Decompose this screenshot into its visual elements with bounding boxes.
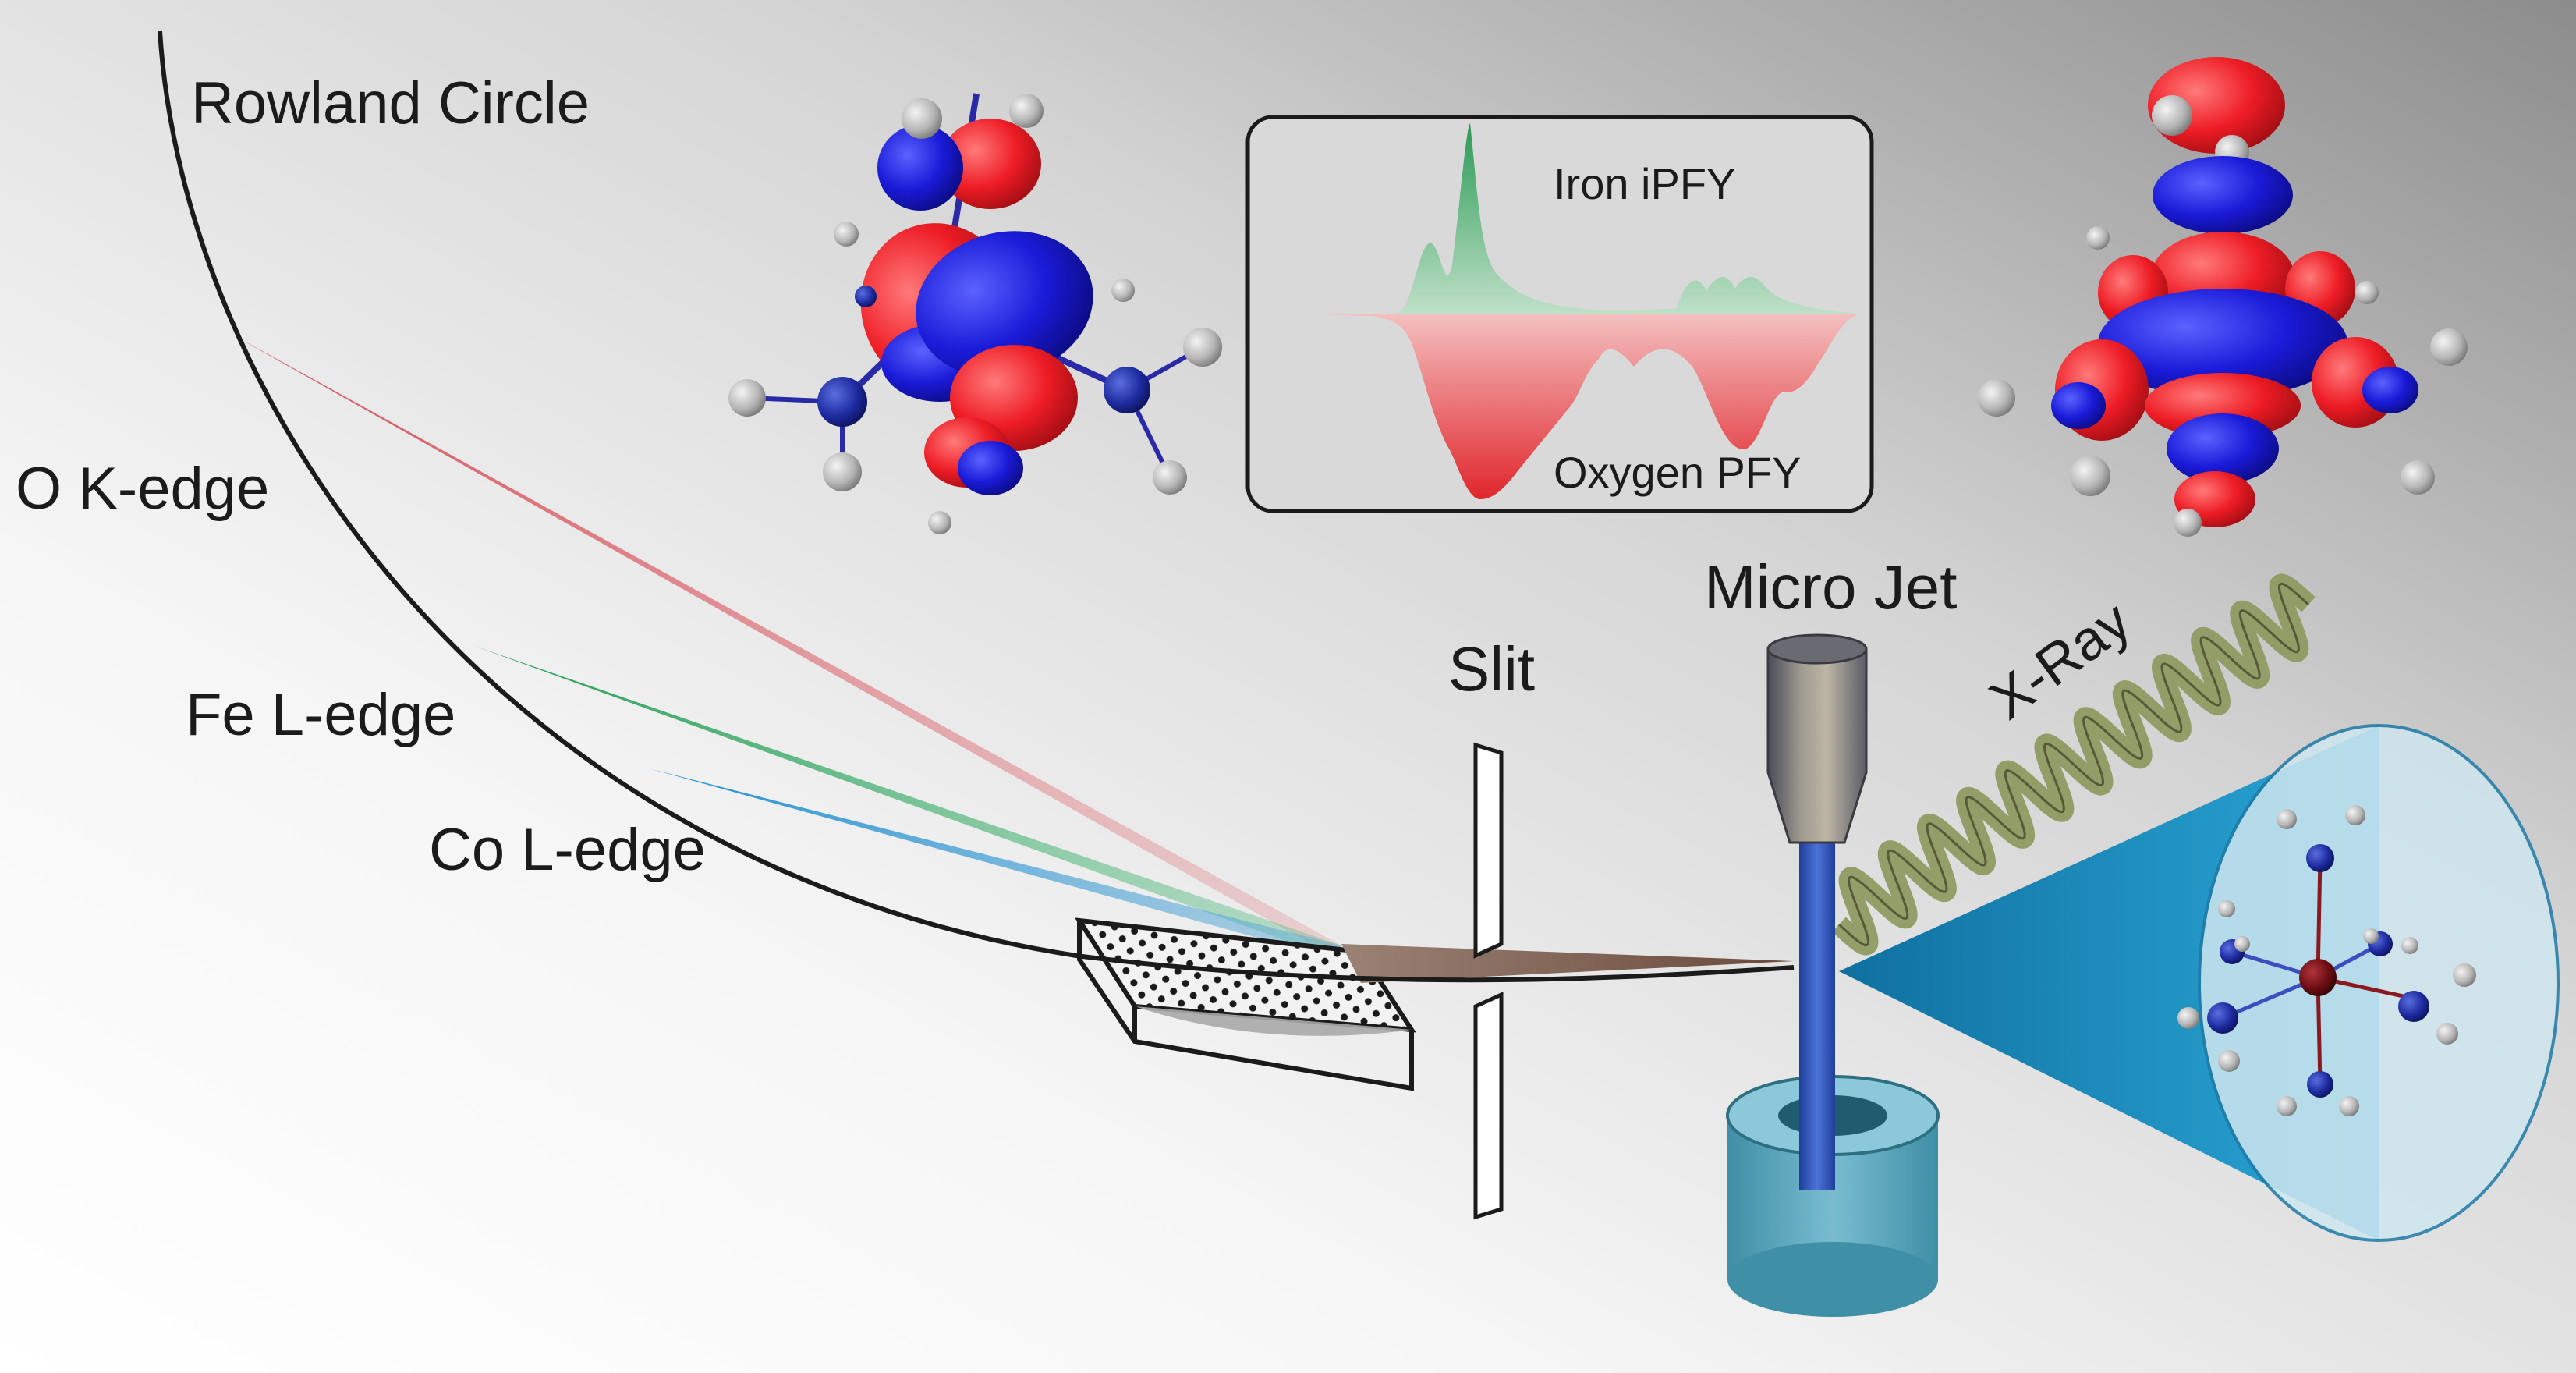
slit	[1473, 742, 1504, 1220]
iron-ipfy-label: Iron iPFY	[1554, 159, 1735, 208]
left-orbital-molecule	[728, 93, 1222, 534]
sample-emission-beam	[1341, 944, 1794, 983]
co-l-edge-label: Co L-edge	[429, 817, 706, 883]
micro-jet	[1726, 633, 1940, 1317]
right-orbital-molecule	[1978, 57, 2468, 537]
fe-l-edge-beam	[474, 646, 1341, 961]
slit-label: Slit	[1448, 634, 1535, 704]
x-ray-wave-outline	[1837, 582, 2310, 947]
o-k-edge-label: O K-edge	[16, 456, 269, 522]
micro-jet-label: Micro Jet	[1704, 552, 1958, 622]
rowland-circle-label: Rowland Circle	[191, 70, 590, 137]
spectrum-inset: Iron iPFY Oxygen PFY	[1245, 115, 1874, 513]
o-k-edge-beam	[234, 335, 1341, 961]
oxygen-pfy-label: Oxygen PFY	[1554, 448, 1801, 497]
rowland-circle-arc	[158, 30, 1795, 983]
molecule-in-cone	[2177, 805, 2476, 1116]
oxygen-pfy-trace	[1291, 314, 1860, 499]
diffraction-grating	[1075, 917, 1416, 1091]
iron-ipfy-trace	[1291, 123, 1860, 314]
co-l-edge-beam	[649, 768, 1341, 961]
fe-l-edge-label: Fe L-edge	[186, 682, 455, 748]
